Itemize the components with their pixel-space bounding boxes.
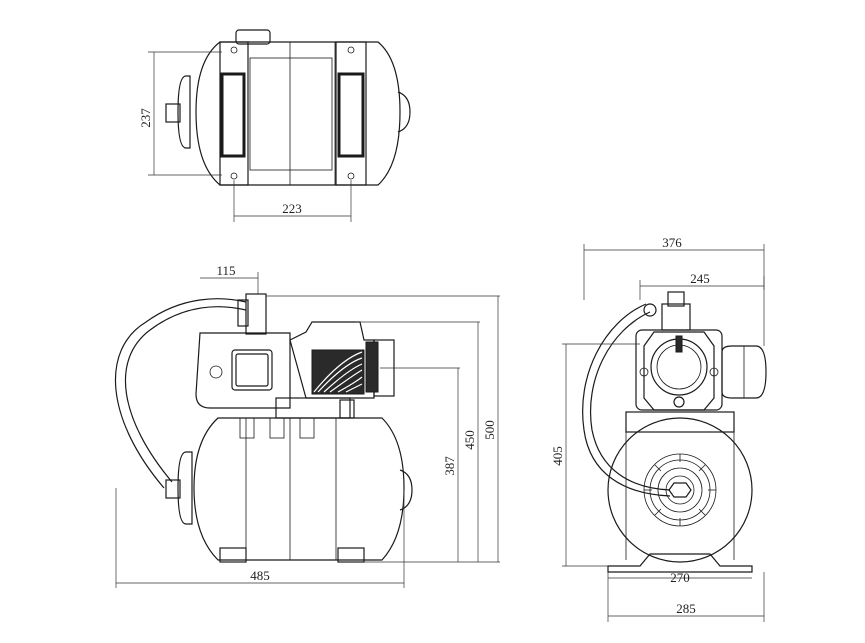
top-tank-outline [195,41,401,186]
side-pump-fitting [245,293,267,335]
dim-223-label: 223 [282,201,302,216]
dim-270-label: 270 [670,570,690,585]
dim-387-label: 387 [442,456,457,476]
top-view: 237 223 [138,29,411,222]
dim-376-label: 376 [662,235,682,250]
front-view: 376 245 405 270 285 [550,235,767,622]
side-right-foot [337,547,365,563]
top-flange [177,75,191,149]
front-motor [721,345,767,399]
top-handle [235,29,271,45]
side-view: 115 485 387 450 500 [114,263,500,588]
side-hose [124,306,247,483]
front-base [607,553,753,573]
side-tank-outline [193,417,405,561]
front-top-fitting [661,303,691,331]
dim-500-label: 500 [482,420,497,440]
dim-115-label: 115 [216,263,235,278]
front-center-nut [668,482,692,498]
dim-237-label: 237 [138,108,153,128]
front-hose [590,311,671,491]
dim-285-label: 285 [676,601,696,616]
dim-450-label: 450 [462,430,477,450]
side-motor [289,321,375,399]
dim-485-label: 485 [250,568,270,583]
front-tank-circle [607,417,753,563]
side-left-foot [219,547,247,563]
top-nut [165,103,181,123]
side-pump-body [195,332,291,409]
dim-405-label: 405 [550,446,565,466]
dim-245-label: 245 [690,271,710,286]
